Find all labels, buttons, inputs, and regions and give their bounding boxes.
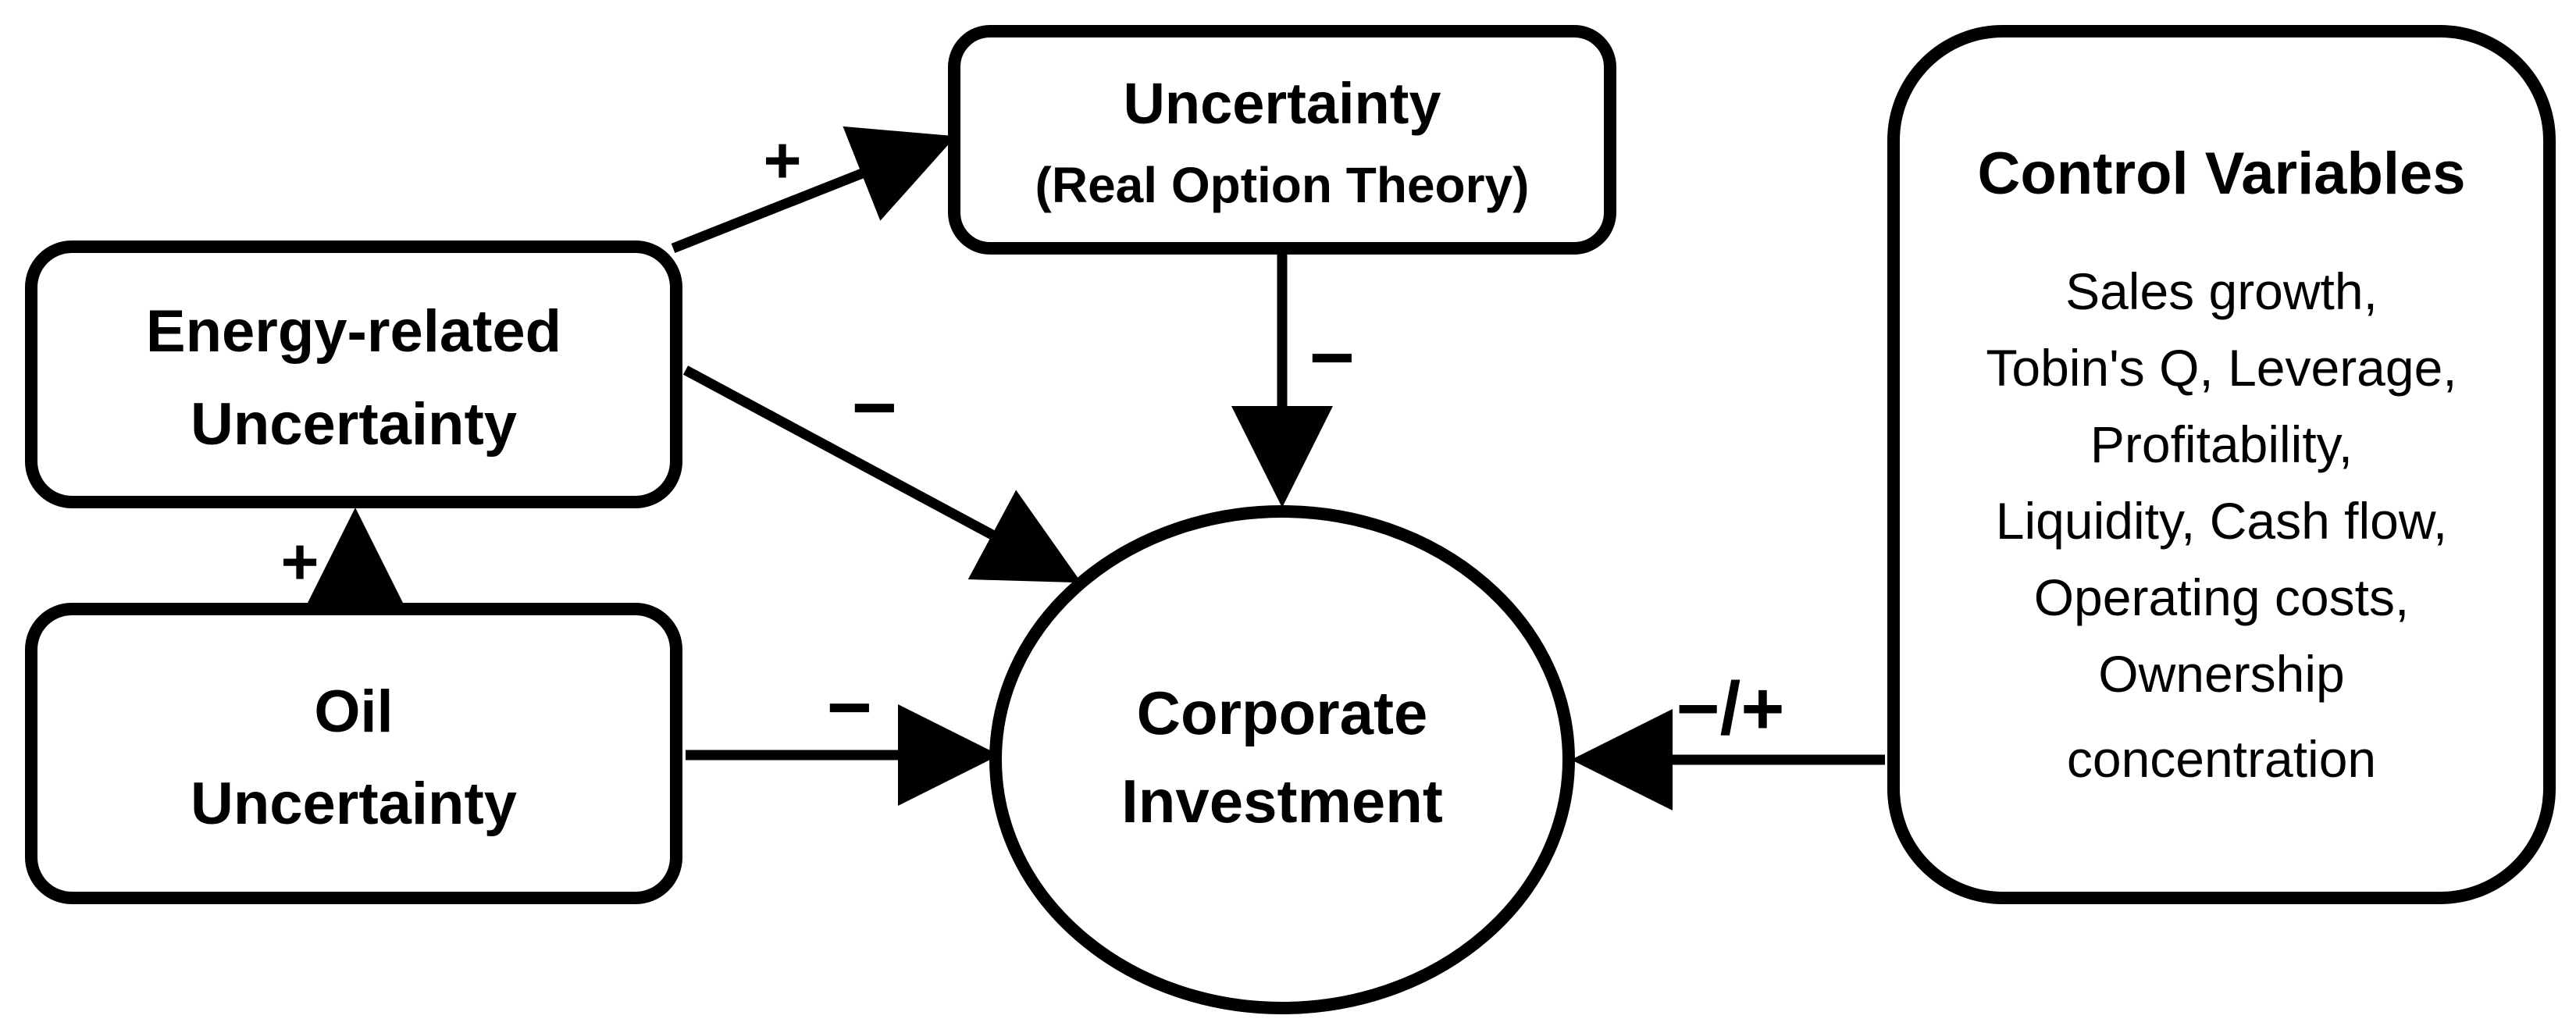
energy-node-line1: Energy-related (146, 298, 561, 365)
investment-node-line2: Investment (1121, 767, 1443, 835)
sign-label-energy-to-investment: − (852, 364, 897, 451)
oil-node-line1: Oil (314, 679, 393, 745)
control-variable-item: Ownership (2098, 645, 2344, 703)
edge-oil-to-investment: − (686, 664, 999, 806)
control-variable-item: Profitability, (2090, 415, 2353, 473)
edge-control-to-investment: −/+ (1571, 667, 1885, 810)
edge-energy-to-uncertainty: + (671, 123, 957, 254)
energy-node-line2: Uncertainty (191, 391, 517, 458)
uncertainty-real-option-node: Uncertainty (Real Option Theory) (948, 25, 1616, 255)
oil-uncertainty-node: Oil Uncertainty (25, 603, 682, 904)
edge-oil-to-energy: + (280, 508, 406, 609)
control-variables-node: Control Variables Sales growth, Tobin's … (1887, 25, 2556, 904)
sign-label-uncertainty-to-investment: − (1309, 314, 1355, 401)
control-variable-item: Operating costs, (2034, 568, 2410, 626)
uncertainty-node-subtitle: (Real Option Theory) (1035, 157, 1530, 213)
oil-node-line2: Uncertainty (191, 771, 517, 837)
sign-label-oil-to-investment: − (827, 664, 872, 751)
uncertainty-node-title: Uncertainty (1123, 71, 1441, 136)
arrow-energy-to-uncertainty (671, 126, 957, 254)
energy-related-uncertainty-node: Energy-related Uncertainty (25, 240, 682, 508)
arrow-energy-to-investment (682, 365, 1081, 583)
edge-energy-to-investment: − (682, 364, 1081, 583)
control-variable-item: concentration (2067, 730, 2376, 788)
edge-uncertainty-to-investment: − (1231, 248, 1355, 508)
sign-label-oil-to-energy: + (280, 525, 319, 598)
control-variable-item: Tobin's Q, Leverage, (1986, 339, 2457, 397)
control-variable-item: Sales growth, (2065, 262, 2378, 320)
control-variable-item: Liquidity, Cash flow, (1996, 492, 2447, 550)
sign-label-energy-to-uncertainty: + (763, 123, 801, 197)
investment-node-line1: Corporate (1137, 679, 1428, 747)
sign-label-control-to-investment: −/+ (1676, 667, 1785, 750)
control-variables-title: Control Variables (1977, 141, 2465, 207)
corporate-investment-node: Corporate Investment (989, 505, 1575, 1014)
